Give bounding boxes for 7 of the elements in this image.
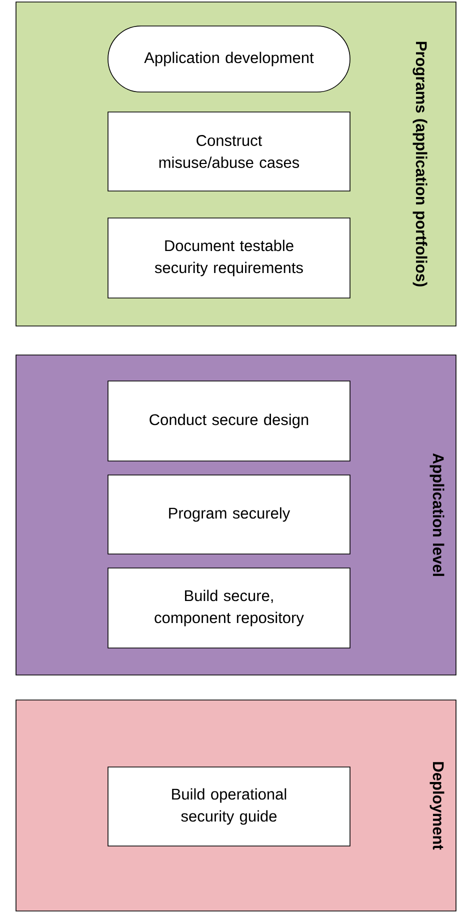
process-box: Document testable security requirements	[108, 218, 350, 298]
process-box: Build operational security guide	[108, 766, 350, 846]
terminal-box: Application development	[108, 26, 350, 92]
process-box: Build secure, component repository	[108, 568, 350, 648]
process-box: Program securely	[108, 474, 350, 554]
process-box: Conduct secure design	[108, 380, 350, 462]
process-box: Construct misuse/abuse cases	[108, 112, 350, 192]
